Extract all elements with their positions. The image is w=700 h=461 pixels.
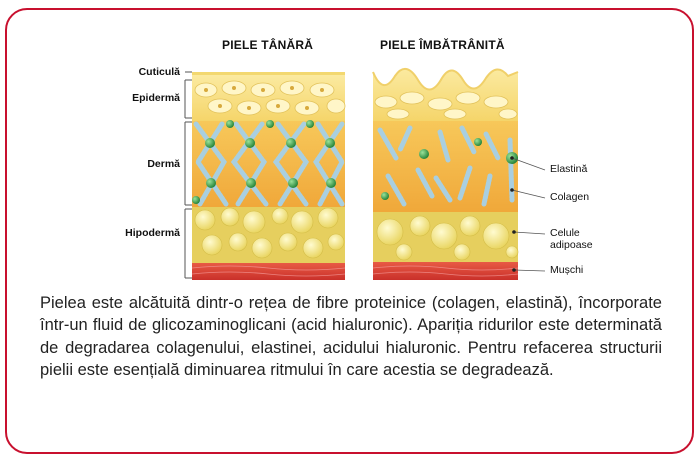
title-young-skin: PIELE TÂNĂRĂ [222,38,314,52]
label-colagen: Colagen [550,191,590,203]
label-cuticula: Cuticulă [138,66,180,78]
label-adipoase: adipoase [550,239,593,251]
aged-skin-block [372,68,519,280]
layer-brackets [184,71,192,279]
label-hipoderma: Hipodermă [125,227,180,239]
label-celule: Celule [550,227,580,239]
label-derma: Dermă [147,158,180,170]
young-skin-block [191,72,346,280]
description-text: Pielea este alcătuită dintr-o rețea de f… [40,294,662,379]
label-elastina: Elastină [550,163,588,175]
title-aged-skin: PIELE ÎMBĂTRÂNITĂ [380,38,505,52]
label-muschi: Mușchi [550,264,584,276]
content-frame [5,8,694,454]
label-epiderma: Epidermă [132,92,180,104]
legend-pointers [511,157,546,272]
